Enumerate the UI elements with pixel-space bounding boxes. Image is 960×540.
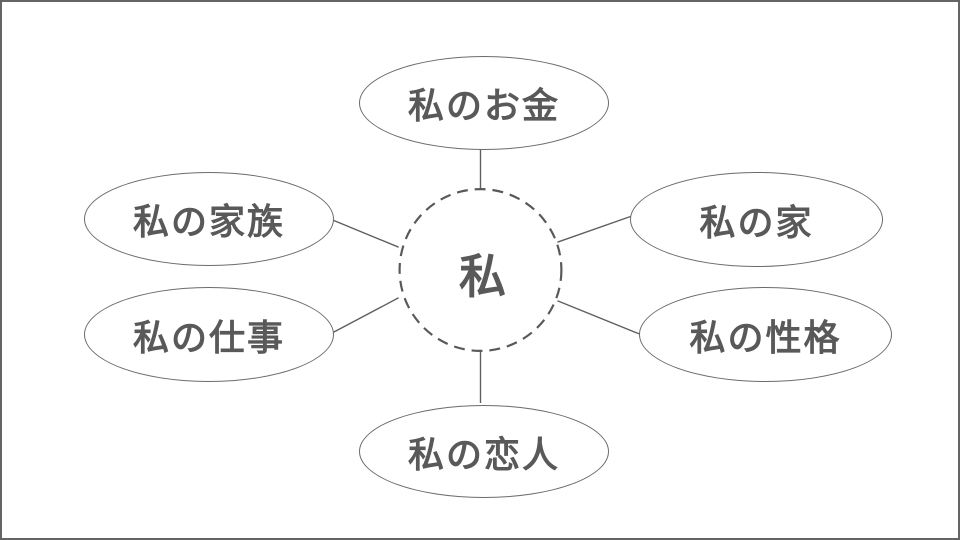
connector-line-upper-left [330, 218, 399, 248]
node-my-personality[interactable]: 私の性格 [639, 287, 892, 382]
node-my-work-label: 私の仕事 [132, 316, 285, 358]
connector-line-lower-left [330, 297, 399, 335]
node-my-house[interactable]: 私の家 [630, 172, 883, 267]
node-my-work[interactable]: 私の仕事 [84, 287, 334, 382]
node-my-family[interactable]: 私の家族 [84, 172, 334, 266]
center-circle[interactable] [398, 188, 563, 352]
connector-line-lower-right [557, 300, 642, 336]
node-my-lover-label: 私の恋人 [407, 433, 560, 475]
node-my-personality-label: 私の性格 [689, 316, 842, 358]
node-my-house-label: 私の家 [699, 201, 814, 243]
node-my-family-label: 私の家族 [132, 201, 285, 242]
node-my-money-label: 私のお金 [407, 85, 560, 126]
node-my-money[interactable]: 私のお金 [359, 56, 609, 150]
connector-line-upper-right [557, 215, 632, 243]
node-my-lover[interactable]: 私の恋人 [359, 405, 609, 498]
